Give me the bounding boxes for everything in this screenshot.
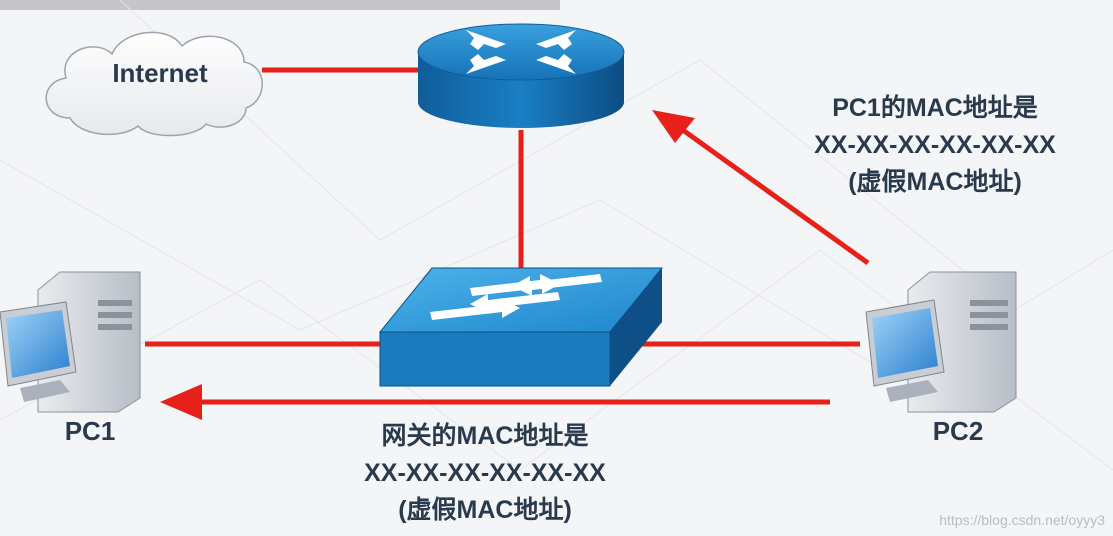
switch-icon	[378, 267, 664, 387]
arrow-pc2-to-router	[652, 110, 870, 266]
cloud-label: Internet	[112, 58, 208, 88]
pc1-label: PC1	[64, 416, 116, 446]
watermark: https://blog.csdn.net/oyyy3	[939, 512, 1105, 528]
message-line: XX-XX-XX-XX-XX-XX	[364, 459, 606, 487]
arrow-pc2-to-pc1	[160, 384, 830, 420]
pc2-icon	[865, 271, 1017, 413]
message-line: (虚假MAC地址)	[398, 496, 572, 524]
cloud-icon	[45, 31, 263, 137]
pc2-label: PC2	[932, 416, 984, 446]
message-line: XX-XX-XX-XX-XX-XX	[814, 131, 1056, 159]
pc1-icon	[0, 271, 141, 413]
message-line: (虚假MAC地址)	[848, 168, 1022, 196]
router-icon	[417, 23, 625, 128]
pc2-spoof-message-to-pc1: 网关的MAC地址是 XX-XX-XX-XX-XX-XX (虚假MAC地址)	[320, 418, 650, 529]
network-links	[145, 67, 860, 347]
message-line: PC1的MAC地址是	[832, 94, 1038, 122]
top-edge-strip	[0, 0, 560, 10]
pc2-spoof-message-to-router: PC1的MAC地址是 XX-XX-XX-XX-XX-XX (虚假MAC地址)	[770, 90, 1100, 201]
message-line: 网关的MAC地址是	[381, 422, 589, 450]
